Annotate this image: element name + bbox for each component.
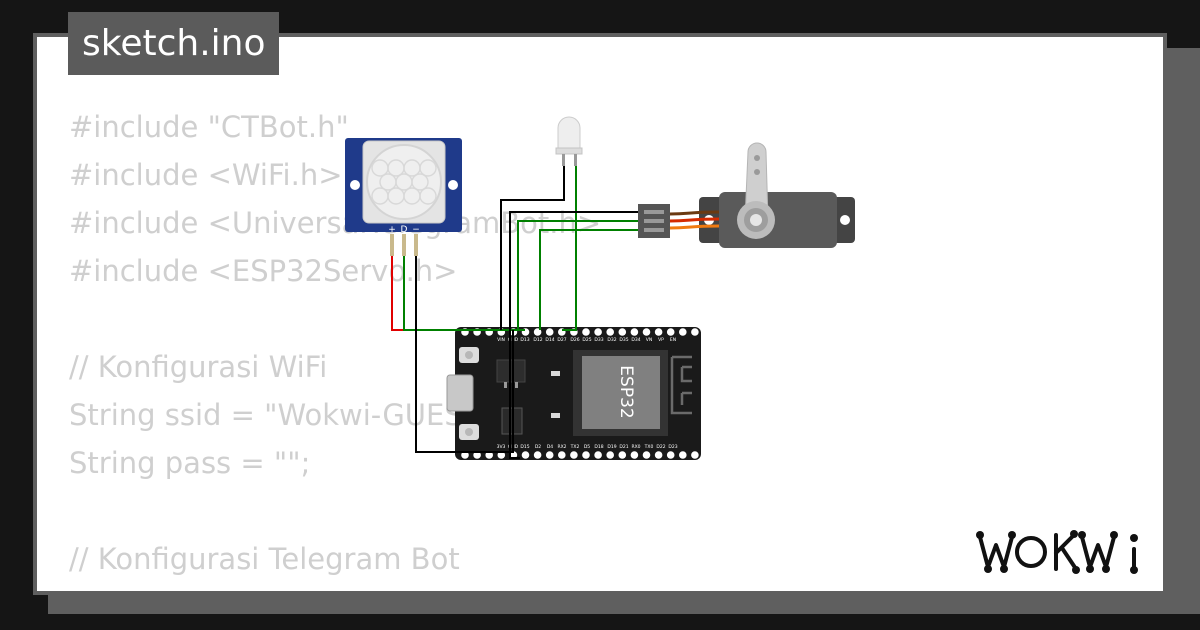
esp32-pin-label: 3V3 (497, 444, 506, 450)
esp32-pin-label: TX2 (570, 444, 580, 450)
pir-sensor[interactable]: + D − (345, 138, 462, 256)
pin-hole (582, 451, 590, 459)
esp32-chip-label: ESP32 (616, 365, 636, 418)
esp32-pin-label: D5 (584, 444, 590, 450)
pin-hole (642, 328, 651, 336)
wire-pir-vcc[interactable] (391, 256, 501, 331)
pin-hole (666, 328, 675, 336)
pin-hole (461, 451, 469, 459)
esp32-pin-label: D19 (607, 444, 616, 450)
esp32-pin-label: VIN (497, 337, 505, 343)
esp32-pin-label: RX0 (631, 444, 640, 450)
led[interactable] (555, 116, 583, 166)
esp32-pin-label: TX0 (644, 444, 654, 450)
servo-motor[interactable] (638, 142, 855, 248)
esp32-pin-label: VN (646, 337, 652, 343)
code-line: #include <WiFi.h> (69, 158, 343, 192)
esp32-board[interactable]: ESP32 VIN GND D13 D12 D14 D27 D26 D25 D3… (446, 327, 701, 460)
esp32-pin-label: D33 (594, 337, 603, 343)
pir-pin-label: − (412, 225, 420, 235)
wire-pir-gnd[interactable] (415, 256, 514, 453)
pin-hole (691, 328, 699, 336)
pin-header-bottom (461, 451, 699, 459)
pin-hole (570, 451, 578, 459)
wire-servo-signal[interactable] (539, 229, 638, 330)
esp32-pin-label: VP (658, 337, 664, 343)
code-line: String token = "6605675958:AAHj8Cn4AHX9J… (69, 583, 1010, 591)
pin-hole (679, 451, 687, 459)
esp32-pin-label: D26 (570, 337, 579, 343)
wire-led-gnd[interactable] (500, 166, 565, 330)
code-line: // Konfigurasi Telegram Bot (69, 542, 460, 576)
esp32-pin-label: D32 (607, 337, 616, 343)
code-line: #include "CTBot.h" (69, 110, 349, 144)
esp32-pin-label: RX2 (557, 444, 566, 450)
filename-tab: sketch.ino (68, 12, 280, 75)
pin-hole (666, 451, 675, 459)
pin-hole (473, 451, 481, 459)
esp32-pin-label: D18 (594, 444, 603, 450)
pir-pin-label: D (401, 225, 408, 235)
pir-pin-label: + (388, 225, 396, 235)
esp32-pin-label: D13 (520, 337, 529, 343)
preview-card: #include "CTBot.h"#include <WiFi.h>#incl… (33, 33, 1167, 595)
pin-hole (582, 328, 590, 336)
code-line: // Konfigurasi WiFi (69, 350, 328, 384)
wire-servo-gnd[interactable] (509, 211, 638, 459)
pin-hole (606, 451, 614, 459)
wire-servo-vcc[interactable] (517, 220, 638, 330)
code-line: String pass = ""; (69, 446, 311, 480)
pin-hole (533, 451, 542, 459)
pin-hole (521, 451, 530, 459)
esp32-pin-label: D27 (557, 337, 566, 343)
pin-hole (497, 451, 506, 459)
pin-hole (618, 328, 627, 336)
pin-hole (679, 328, 687, 336)
esp32-pin-label: D14 (545, 337, 554, 343)
esp32-pin-label: D4 (547, 444, 553, 450)
wire-pir-signal[interactable] (403, 256, 525, 331)
wires (391, 166, 638, 459)
esp32-pin-label: D15 (520, 444, 529, 450)
esp32-pin-label: D12 (533, 337, 542, 343)
esp32-pin-label: D35 (619, 337, 628, 343)
wokwi-logo (976, 530, 1138, 574)
pin-hole (642, 451, 651, 459)
pin-hole (509, 451, 518, 459)
pin-hole (594, 451, 602, 459)
pin-hole (545, 328, 554, 336)
pin-hole (545, 451, 554, 459)
esp32-pin-label: D25 (582, 337, 591, 343)
pin-hole (630, 328, 639, 336)
esp32-pin-label: D22 (656, 444, 665, 450)
esp32-pin-label: D2 (535, 444, 541, 450)
pin-hole (533, 328, 542, 336)
esp32-pin-label: D21 (619, 444, 628, 450)
pin-hole (558, 451, 566, 459)
pin-hole (594, 328, 602, 336)
esp32-pin-label: D34 (631, 337, 640, 343)
pin-hole (606, 328, 614, 336)
pin-hole (485, 451, 494, 459)
pin-hole (618, 451, 627, 459)
esp32-pin-label: D23 (668, 444, 677, 450)
pin-hole (654, 451, 663, 459)
pin-hole (654, 328, 663, 336)
pin-hole (691, 451, 699, 459)
pin-hole (630, 451, 639, 459)
esp32-pin-label: EN (670, 337, 676, 343)
